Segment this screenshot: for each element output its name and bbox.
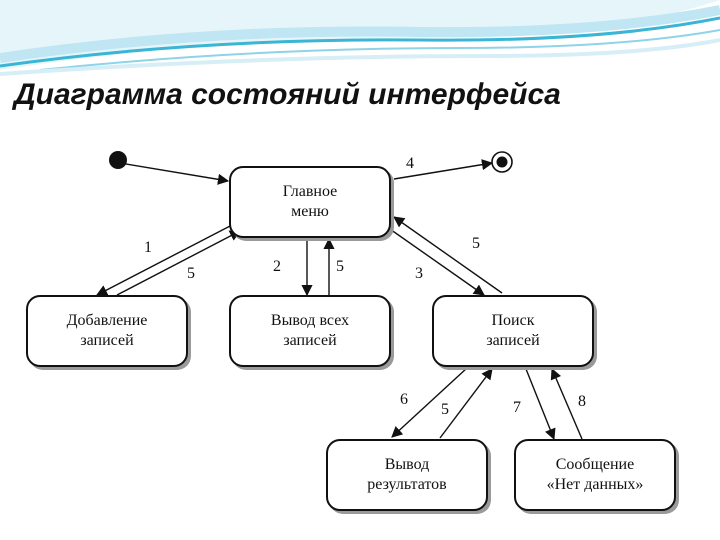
- edge-label-6: 6: [400, 391, 408, 408]
- state-show-results: Вывод результатов: [326, 439, 488, 511]
- edge-label-5-add: 5: [187, 265, 195, 282]
- edge-label-5-showall: 5: [336, 258, 344, 275]
- state-search-records: Поиск записей: [432, 295, 594, 367]
- edge-add-to-menu: [116, 230, 241, 296]
- state-no-data-message: Сообщение «Нет данных»: [514, 439, 676, 511]
- edge-nodata-to-search: [550, 367, 583, 440]
- edge-search-to-results: [391, 367, 468, 438]
- edge-menu-to-search: [386, 226, 485, 296]
- edge-label-8: 8: [578, 393, 586, 410]
- edge-label-2: 2: [273, 258, 281, 275]
- state-add-records: Добавление записей: [26, 295, 188, 367]
- edge-label-7: 7: [513, 399, 521, 416]
- edge-label-4: 4: [406, 155, 414, 172]
- edge-results-to-search: [439, 368, 493, 439]
- edge-label-5-search: 5: [472, 235, 480, 252]
- state-diagram: Главное меню Добавление записей Вывод вс…: [22, 143, 678, 520]
- state-show-all-records: Вывод всех записей: [229, 295, 391, 367]
- slide-title: Диаграмма состояний интерфейса: [14, 78, 561, 111]
- edge-search-to-menu: [393, 216, 503, 294]
- edge-search-to-nodata: [525, 368, 556, 441]
- edge-label-1: 1: [144, 239, 152, 256]
- edge-label-3: 3: [415, 265, 423, 282]
- edge-initial-to-menu: [119, 162, 230, 185]
- initial-state-node: [109, 151, 127, 169]
- header-wave-decoration: [0, 0, 720, 76]
- state-main-menu: Главное меню: [229, 166, 391, 238]
- edge-menu-to-add: [96, 224, 233, 296]
- edge-label-5-results: 5: [441, 401, 449, 418]
- edge-menu-to-final: [393, 159, 494, 180]
- transition-arrows: [96, 151, 583, 441]
